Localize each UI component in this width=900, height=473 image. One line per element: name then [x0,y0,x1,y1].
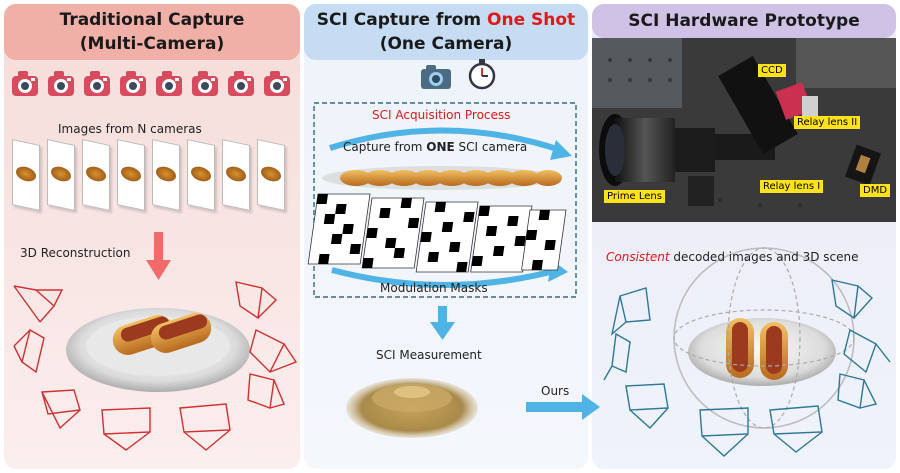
decoded-3d-scene [673,247,855,429]
hotdog-plate [66,308,250,392]
hardware-title: SCI Hardware Prototype [628,11,860,31]
modulation-masks [307,193,567,273]
camera-icon [118,66,148,100]
capture-cycle-arrows [329,127,572,288]
camera-icon [154,66,184,100]
sci-subtitle: (One Camera) [379,34,513,54]
sci-measurement-image [346,378,478,438]
camera-icon [82,66,112,100]
traditional-subtitle: (Multi-Camera) [79,34,225,54]
stopwatch-icon [468,58,496,90]
sci-measurement-label: SCI Measurement [376,348,482,362]
hardware-photo [592,38,896,222]
ccd-tag: CCD [758,64,786,77]
ours-label: Ours [541,384,570,398]
dmd-tag: DMD [860,184,891,197]
sci-title-prefix: SCI Capture from [316,10,488,30]
traditional-capture-header: Traditional Capture (Multi-Camera) [4,4,300,60]
capture-suffix: SCI camera [454,140,528,154]
traditional-title: Traditional Capture [59,10,245,30]
consistent-word: Consistent [606,250,670,264]
capture-bold: ONE [426,140,455,154]
hardware-prototype-header: SCI Hardware Prototype [592,4,896,38]
reconstruction-arrow [146,232,171,280]
measurement-arrow [430,306,455,340]
camera-icon [190,66,220,100]
camera-frustums-blue [603,279,891,457]
consistent-rest: decoded images and 3D scene [669,250,859,264]
acquisition-process-title: SCI Acquisition Process [372,108,511,122]
camera-frustums-red [13,281,298,451]
capture-one-camera-label: Capture from ONE SCI camera [343,140,527,154]
ours-arrow [526,394,600,420]
consistent-label: Consistent decoded images and 3D scene [606,250,859,264]
camera-icon [46,66,76,100]
capture-prefix: Capture from [343,140,427,154]
sci-frames-strip [322,166,562,190]
sci-title: SCI Capture from One Shot [304,4,588,32]
relay-lens-1-tag: Relay lens I [760,180,824,193]
camera-icon [420,62,452,90]
sci-title-highlight: One Shot [487,10,576,30]
camera-icon [262,66,292,100]
prime-lens-tag: Prime Lens [604,190,665,203]
modulation-masks-label: Modulation Masks [380,281,488,295]
3d-reconstruction-label: 3D Reconstruction [20,246,131,260]
images-from-n-cameras-label: Images from N cameras [58,122,202,136]
camera-icon [226,66,256,100]
camera-icon [10,66,40,100]
sci-capture-header: SCI Capture from One Shot (One Camera) [304,4,588,60]
acquisition-process-box [313,102,577,298]
relay-lens-2-tag: Relay lens II [794,116,861,129]
